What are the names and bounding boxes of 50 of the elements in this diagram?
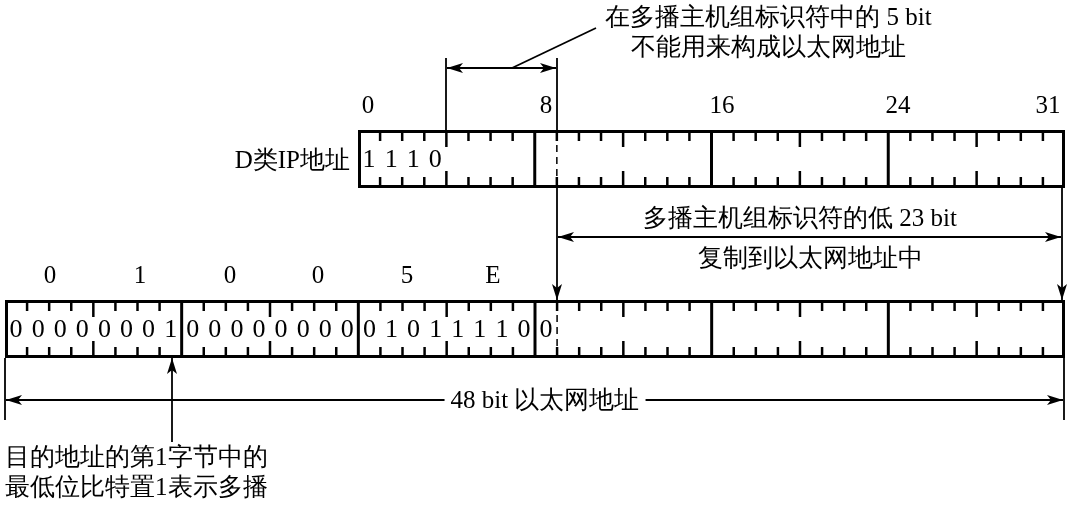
annotation-text: 复制到以太网地址中: [697, 244, 923, 272]
bit-value: 1: [429, 316, 443, 342]
bit-number: 8: [539, 91, 553, 119]
bit-value: 1: [164, 316, 178, 342]
bit-value: 0: [318, 316, 332, 342]
bit-value: 0: [75, 316, 89, 342]
bit-value: 0: [428, 146, 442, 172]
bit-value: 0: [97, 316, 111, 342]
bit-number: 31: [1035, 91, 1061, 119]
bit-value: 0: [252, 316, 266, 342]
bit-value: 0: [208, 316, 222, 342]
bit-value: 0: [53, 316, 67, 342]
annotation-text: 在多播主机组标识符中的 5 bit 不能用来构成以太网地址: [596, 2, 941, 62]
bit-value: 0: [31, 316, 45, 342]
bit-value: 0: [186, 316, 200, 342]
field-label: D类IP地址: [234, 144, 350, 175]
bit-value: 0: [9, 316, 23, 342]
bit-value: 0: [362, 316, 376, 342]
bit-value: 0: [340, 316, 354, 342]
hex-digit: 0: [43, 261, 57, 289]
hex-digit: 0: [223, 261, 237, 289]
bit-value: 1: [384, 316, 398, 342]
bit-value: 0: [119, 316, 133, 342]
bit-value: 1: [495, 316, 509, 342]
bit-value: 0: [274, 316, 288, 342]
arrow: [167, 357, 177, 443]
bit-value: 1: [384, 146, 398, 172]
arrow: [552, 187, 562, 301]
hex-digit: E: [485, 261, 501, 289]
leader-line: [511, 27, 597, 69]
hex-digit: 1: [133, 261, 147, 289]
bit-value: 0: [407, 316, 421, 342]
bit-value: 1: [451, 316, 465, 342]
hex-digit: 5: [400, 261, 414, 289]
bit-value: 0: [517, 316, 531, 342]
bit-number: 0: [361, 91, 375, 119]
bit-value: 0: [539, 316, 553, 342]
bit-value: 1: [362, 146, 376, 172]
dimension-label: 48 bit 以太网地址: [444, 386, 646, 414]
annotation-text: 目的地址的第1字节中的最低位比特置1表示多播: [5, 442, 273, 502]
bit-number: 16: [709, 91, 735, 119]
hex-digit: 0: [311, 261, 325, 289]
bit-value: 0: [142, 316, 156, 342]
bit-number: 24: [885, 91, 911, 119]
bit-value: 1: [406, 146, 420, 172]
bit-value: 1: [473, 316, 487, 342]
bit-value: 0: [296, 316, 310, 342]
arrow: [1057, 187, 1067, 301]
bit-value: 0: [230, 316, 244, 342]
annotation-text: 多播主机组标识符的低 23 bit: [643, 204, 957, 232]
